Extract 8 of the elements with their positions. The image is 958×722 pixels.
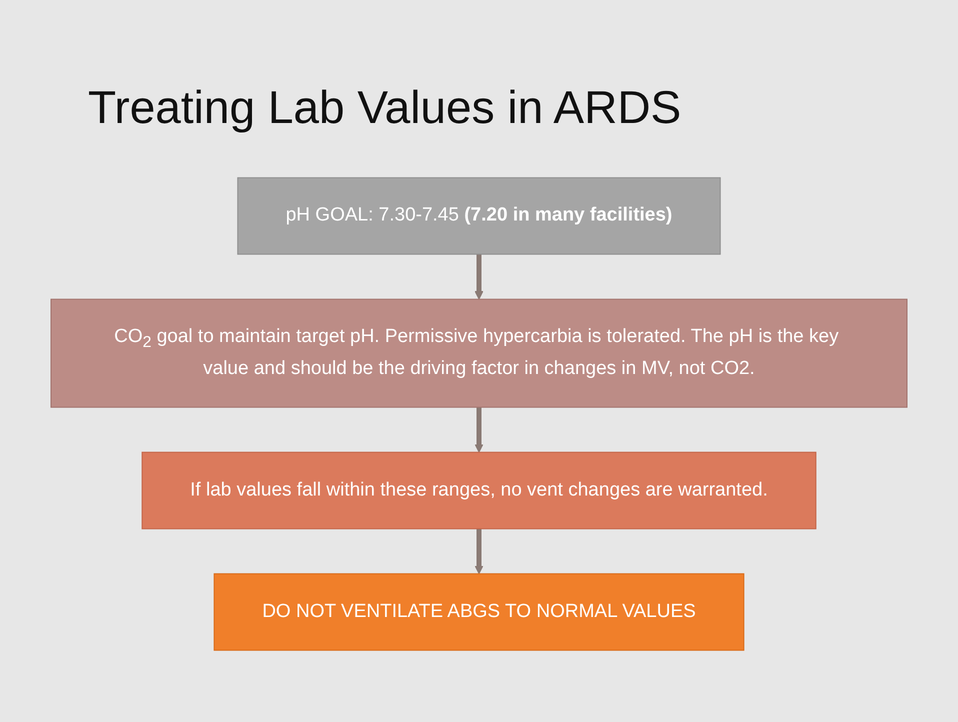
slide-title: Treating Lab Values in ARDS	[88, 80, 682, 134]
node-box: pH GOAL: 7.30-7.45 (7.20 in many facilities)	[237, 177, 721, 255]
arrow	[474, 407, 484, 453]
node-box: DO NOT VENTILATE ABGS TO NORMAL VALUES	[214, 573, 744, 651]
node-box: CO$_{2}$ goal to maintain target pH. Permissive hypercarbia is tolerated. The pH is the key value and should be the driving factor in changes in MV, not CO2.	[50, 298, 908, 408]
arrow	[474, 254, 484, 300]
arrow	[474, 528, 484, 574]
node-box: If lab values fall within these ranges, no vent changes are warranted.	[142, 452, 816, 530]
